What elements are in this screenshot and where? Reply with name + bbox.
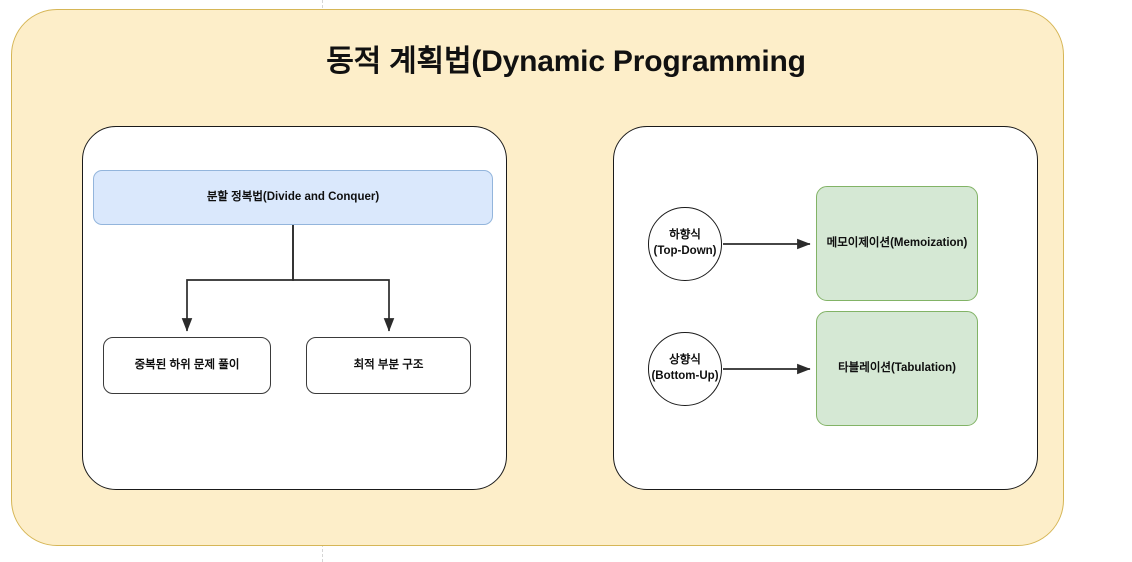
node-top-down-label-line1: 하향식 <box>669 229 701 242</box>
page-title: 동적 계획법(Dynamic Programming <box>326 45 806 78</box>
node-tabulation[interactable]: 타블레이션(Tabulation) <box>816 311 978 426</box>
node-bottom-up[interactable]: 상향식 (Bottom-Up) <box>648 332 722 406</box>
node-memoization[interactable]: 메모이제이션(Memoization) <box>816 186 978 301</box>
node-tabulation-label: 타블레이션(Tabulation) <box>838 361 956 374</box>
node-memoization-label: 메모이제이션(Memoization) <box>826 236 968 249</box>
node-divide-and-conquer-label: 분할 정복법(Divide and Conquer) <box>206 190 380 203</box>
node-bottom-up-label-line2: (Bottom-Up) <box>651 370 719 382</box>
node-optimal-substructure-label: 최적 부분 구조 <box>353 358 424 371</box>
node-overlapping-subproblems[interactable]: 중복된 하위 문제 풀이 <box>103 337 271 394</box>
dp-approaches-panel[interactable] <box>613 126 1038 490</box>
node-optimal-substructure[interactable]: 최적 부분 구조 <box>306 337 471 394</box>
node-top-down[interactable]: 하향식 (Top-Down) <box>648 207 722 281</box>
node-bottom-up-label-line1: 상향식 <box>669 354 701 367</box>
node-divide-and-conquer[interactable]: 분할 정복법(Divide and Conquer) <box>93 170 493 225</box>
node-top-down-label-line2: (Top-Down) <box>653 245 717 257</box>
node-overlapping-subproblems-label: 중복된 하위 문제 풀이 <box>134 358 240 371</box>
